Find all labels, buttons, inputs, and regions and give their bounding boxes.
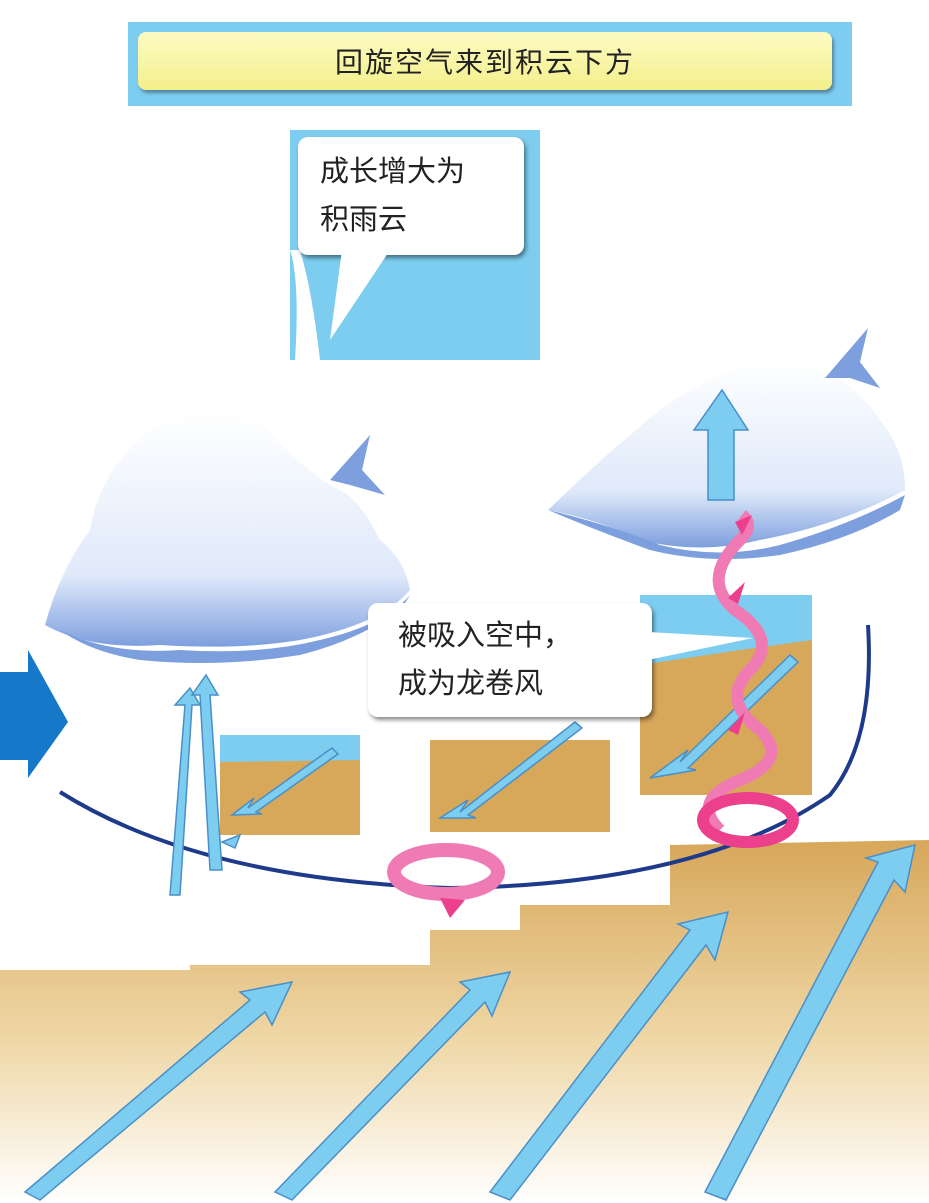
- left-cumulus-cloud: [45, 412, 410, 664]
- callout-grow-line1: 成长增大为: [320, 154, 466, 188]
- rotation-orbit-line: [58, 624, 871, 891]
- ground-inflow-arrows: [23, 843, 916, 1201]
- callout-suck-line1: 被吸入空中，: [398, 618, 573, 652]
- banner-title-text: 回旋空气来到积云下方: [334, 46, 635, 79]
- scene-panels: [220, 130, 812, 835]
- callout-grow-line2: 积雨云: [320, 202, 408, 236]
- tornado-spiral-arrow: [697, 510, 799, 848]
- inflow-arrows: [229, 653, 800, 819]
- callout-grow-pointer: [330, 250, 390, 340]
- ground-swirl-arrow: [387, 843, 505, 918]
- callout-suck-line2: 成为龙卷风: [398, 666, 544, 700]
- cloud-updraft-arrow: [692, 388, 750, 501]
- banner-title: 回旋空气来到积云下方: [138, 32, 832, 90]
- callout-sucked-into-sky: 被吸入空中， 成为龙卷风: [368, 603, 652, 717]
- callout-grow-into-cumulonimbus: 成长增大为 积雨云: [298, 137, 524, 255]
- callout-suck-pointer: [648, 632, 753, 660]
- incoming-wind-arrow: [0, 650, 68, 778]
- left-updraft-arrows: [169, 673, 242, 896]
